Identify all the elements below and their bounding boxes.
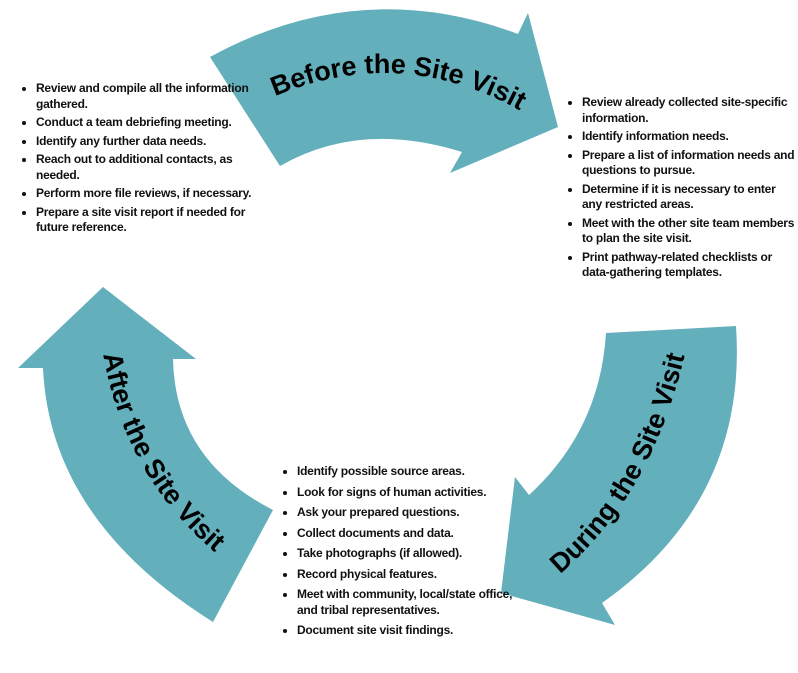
before-visit-list: Review already collected site-specific i… bbox=[568, 95, 798, 284]
arrow-after bbox=[18, 287, 273, 622]
list-item: Ask your prepared questions. bbox=[283, 505, 513, 521]
list-item: Review already collected site-specific i… bbox=[568, 95, 798, 126]
list-item: Identify information needs. bbox=[568, 129, 798, 145]
arrow-before bbox=[210, 9, 558, 173]
after-visit-list: Review and compile all the information g… bbox=[22, 81, 262, 239]
list-item: Meet with community, local/state office,… bbox=[283, 587, 513, 618]
arrow-during bbox=[501, 326, 737, 625]
list-item: Prepare a list of information needs and … bbox=[568, 148, 798, 179]
list-item: Conduct a team debriefing meeting. bbox=[22, 115, 262, 131]
list-item: Reach out to additional contacts, as nee… bbox=[22, 152, 262, 183]
list-item: Take photographs (if allowed). bbox=[283, 546, 513, 562]
during-visit-list: Identify possible source areas. Look for… bbox=[283, 464, 513, 644]
list-item: Collect documents and data. bbox=[283, 526, 513, 542]
list-item: Meet with the other site team members to… bbox=[568, 216, 798, 247]
list-item: Identify any further data needs. bbox=[22, 134, 262, 150]
list-item: Record physical features. bbox=[283, 567, 513, 583]
list-item: Document site visit findings. bbox=[283, 623, 513, 639]
list-item: Identify possible source areas. bbox=[283, 464, 513, 480]
list-item: Print pathway-related checklists or data… bbox=[568, 250, 798, 281]
list-item: Perform more file reviews, if necessary. bbox=[22, 186, 262, 202]
list-item: Prepare a site visit report if needed fo… bbox=[22, 205, 262, 236]
list-item: Look for signs of human activities. bbox=[283, 485, 513, 501]
list-item: Determine if it is necessary to enter an… bbox=[568, 182, 798, 213]
list-item: Review and compile all the information g… bbox=[22, 81, 262, 112]
